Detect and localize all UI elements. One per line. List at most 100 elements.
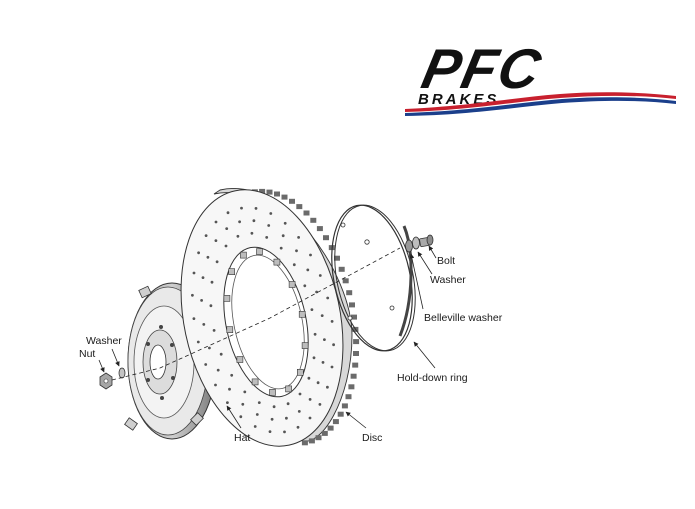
drilled-hole (255, 413, 259, 416)
disc (180, 188, 360, 447)
vent-slot (315, 435, 322, 441)
label-bolt: Bolt (437, 255, 455, 267)
drilled-hole (267, 224, 271, 227)
drilled-hole (257, 401, 261, 404)
drive-lug (236, 356, 244, 363)
drilled-hole (214, 383, 217, 387)
drilled-hole (326, 296, 330, 300)
vent-slot (301, 440, 308, 446)
vent-slot (351, 314, 357, 320)
drilled-hole (204, 363, 208, 366)
drilled-hole (315, 290, 318, 294)
label-hat: Hat (234, 432, 250, 444)
vent-slot (342, 278, 349, 284)
drilled-hole (283, 221, 287, 225)
vent-slot (289, 198, 295, 204)
vent-slot (353, 351, 359, 356)
drilled-hole (281, 234, 285, 238)
drilled-hole (253, 425, 257, 428)
drilled-hole (230, 373, 234, 377)
vent-slot (346, 290, 353, 296)
vent-slot (296, 204, 303, 210)
drilled-hole (297, 410, 301, 413)
drilled-hole (316, 381, 320, 385)
drilled-hole (239, 415, 243, 419)
drilled-hole (332, 343, 335, 347)
drive-lug (301, 342, 309, 349)
drive-lug (298, 310, 306, 318)
drilled-hole (254, 207, 258, 210)
drilled-hole (312, 356, 316, 360)
drilled-hole (250, 231, 254, 235)
drilled-hole (295, 249, 298, 253)
drilled-hole (210, 280, 214, 284)
drilled-hole (224, 244, 228, 248)
vent-slot (338, 266, 345, 272)
drilled-hole (270, 417, 274, 421)
vent-slot (310, 217, 317, 223)
drilled-hole (191, 293, 194, 297)
drilled-hole (214, 220, 218, 224)
vent-slot (341, 403, 348, 409)
drilled-hole (201, 276, 205, 279)
drilled-hole (318, 274, 322, 277)
pfc-brakes-logo: PFC BRAKES (405, 38, 676, 116)
vent-slot (274, 191, 280, 197)
drilled-hole (216, 368, 220, 372)
vent-slot (348, 384, 355, 390)
drilled-hole (330, 365, 334, 369)
drive-lug (273, 258, 281, 266)
vent-slot (321, 430, 328, 436)
drive-lug (256, 248, 263, 255)
vent-slot (323, 235, 329, 241)
vent-slot (334, 255, 340, 261)
drilled-hole (212, 329, 216, 332)
vent-slot (327, 425, 334, 431)
drilled-hole (268, 430, 272, 433)
drilled-hole (307, 376, 311, 380)
drilled-hole (226, 211, 230, 215)
drilled-hole (279, 246, 283, 250)
hold-down-ring (331, 204, 416, 352)
drilled-hole (236, 234, 240, 238)
drilled-hole (204, 234, 208, 238)
drilled-hole (320, 314, 324, 317)
label-hold-down-ring: Hold-down ring (397, 372, 468, 384)
nut (99, 372, 113, 390)
drilled-hole (225, 227, 229, 231)
drilled-hole (226, 401, 229, 404)
drilled-hole (309, 253, 312, 257)
drilled-hole (192, 317, 196, 320)
drilled-hole (321, 361, 325, 364)
vent-slot (316, 226, 323, 232)
drilled-hole (209, 304, 213, 308)
vent-slot (349, 302, 355, 308)
drilled-hole (196, 340, 200, 344)
drive-lug (240, 251, 247, 259)
vent-slot (303, 210, 310, 216)
disc-vent-slots (244, 188, 360, 446)
drilled-hole (323, 338, 326, 341)
label-washer-left: Washer (86, 335, 122, 347)
drive-lug (226, 326, 234, 334)
drive-lug (285, 385, 292, 393)
label-nut: Nut (79, 348, 95, 360)
vent-slot (259, 188, 266, 194)
belleville-washer (405, 239, 413, 253)
drilled-hole (243, 390, 247, 394)
drive-lug (296, 368, 304, 376)
callouts: Bolt Washer Belleville washer Hold-down … (79, 245, 503, 444)
drilled-hole (330, 320, 334, 323)
assembly-axis-line (111, 247, 401, 381)
drilled-hole (326, 385, 329, 389)
label-belleville-washer: Belleville washer (424, 312, 503, 324)
logo-blue-swoosh (405, 97, 676, 116)
label-washer-right: Washer (430, 274, 466, 286)
drilled-hole (241, 402, 245, 406)
drilled-hole (238, 220, 242, 224)
disc-inner-drive-lugs (223, 248, 309, 396)
washer-left (118, 367, 126, 379)
label-disc: Disc (362, 432, 382, 444)
logo-wordmark: PFC (417, 38, 548, 100)
drive-lug (223, 295, 231, 302)
